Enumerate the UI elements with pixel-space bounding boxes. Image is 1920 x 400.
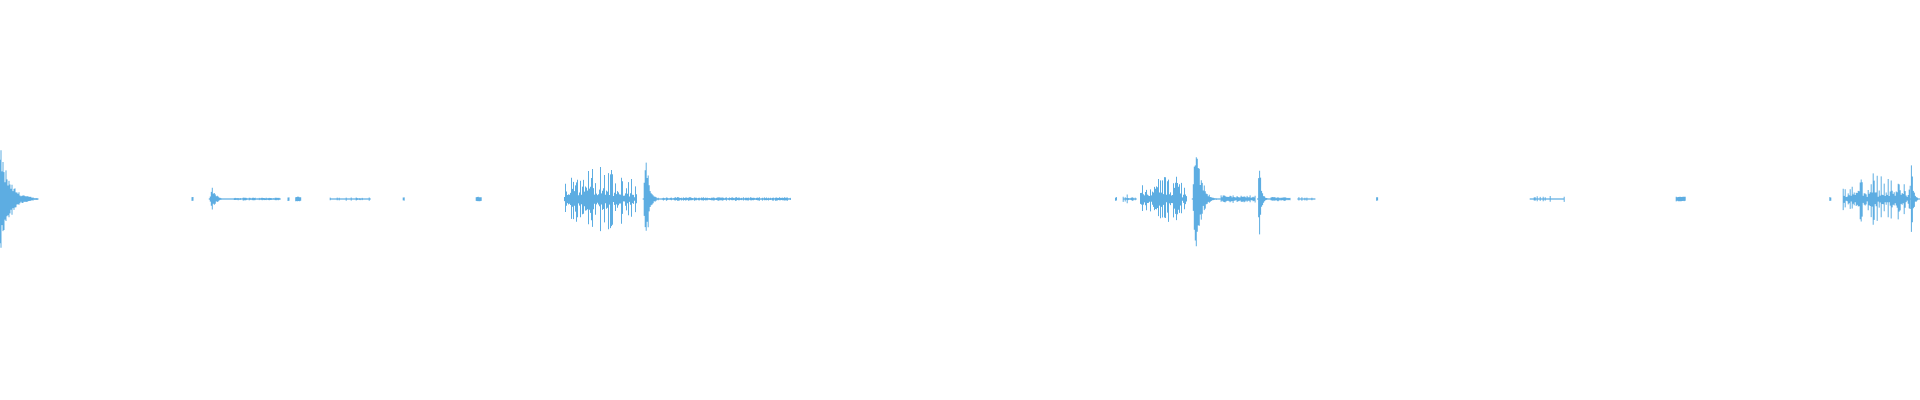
waveform-peak-path (191, 197, 194, 201)
waveform-segment-21 (1529, 196, 1565, 202)
waveform-segment-24 (1842, 173, 1911, 225)
waveform-peak-path (402, 197, 405, 201)
waveform-peak-path (1122, 194, 1137, 204)
waveform-peak-path (1529, 196, 1565, 202)
waveform-peak-path (1297, 197, 1316, 201)
waveform-segment-1 (191, 197, 194, 201)
waveform-segment-2 (208, 187, 234, 210)
waveform-segment-5 (295, 196, 302, 202)
waveform-peak-path (0, 150, 39, 248)
waveform-segment-0 (0, 150, 39, 248)
waveform-peak-path (1842, 173, 1911, 225)
waveform-segment-20 (1376, 197, 1379, 201)
waveform-segment-10 (642, 162, 663, 231)
waveform-segment-12 (1115, 197, 1117, 201)
waveform-peak-path (1191, 157, 1221, 247)
waveform-peak-path (295, 196, 302, 202)
waveform-segment-17 (1257, 170, 1272, 235)
waveform-segment-3 (233, 197, 281, 201)
waveform-peak-path (1257, 170, 1272, 235)
waveform-segment-19 (1297, 197, 1316, 201)
waveform-peak-path (329, 197, 371, 201)
waveform-peak-path (1376, 197, 1379, 201)
waveform-peak-path (475, 196, 482, 202)
waveform-peak-path (661, 197, 791, 201)
waveform-segment-18 (1270, 197, 1291, 202)
waveform-segment-6 (329, 197, 371, 201)
waveform-peak-path (564, 167, 637, 232)
waveform-peak-path (1829, 197, 1832, 201)
waveform-peak-path (1909, 165, 1920, 232)
waveform-peak-path (233, 197, 281, 201)
waveform-segment-15 (1191, 157, 1221, 247)
waveform-peak-path (1220, 195, 1256, 203)
waveform-peak-path (1140, 176, 1187, 222)
waveform-segment-25 (1909, 165, 1920, 232)
waveform-segment-11 (661, 197, 791, 201)
waveform-segment-4 (287, 197, 290, 201)
waveform-peak-path (1675, 196, 1686, 202)
waveform-peak-path (287, 197, 290, 201)
waveform-segment-7 (402, 197, 405, 201)
waveform-segment-16 (1220, 195, 1256, 203)
waveform-peak-path (1115, 197, 1117, 201)
waveform-peak-path (642, 162, 663, 231)
waveform-peak-path (1270, 197, 1291, 202)
waveform-peaks (0, 150, 1920, 248)
waveform-segment-22 (1675, 196, 1686, 202)
waveform-peak-path (208, 187, 234, 210)
waveform-segment-13 (1122, 194, 1137, 204)
waveform-segment-14 (1140, 176, 1187, 222)
waveform-segment-8 (475, 196, 482, 202)
waveform-segment-23 (1829, 197, 1832, 201)
waveform-segment-9 (564, 167, 637, 232)
